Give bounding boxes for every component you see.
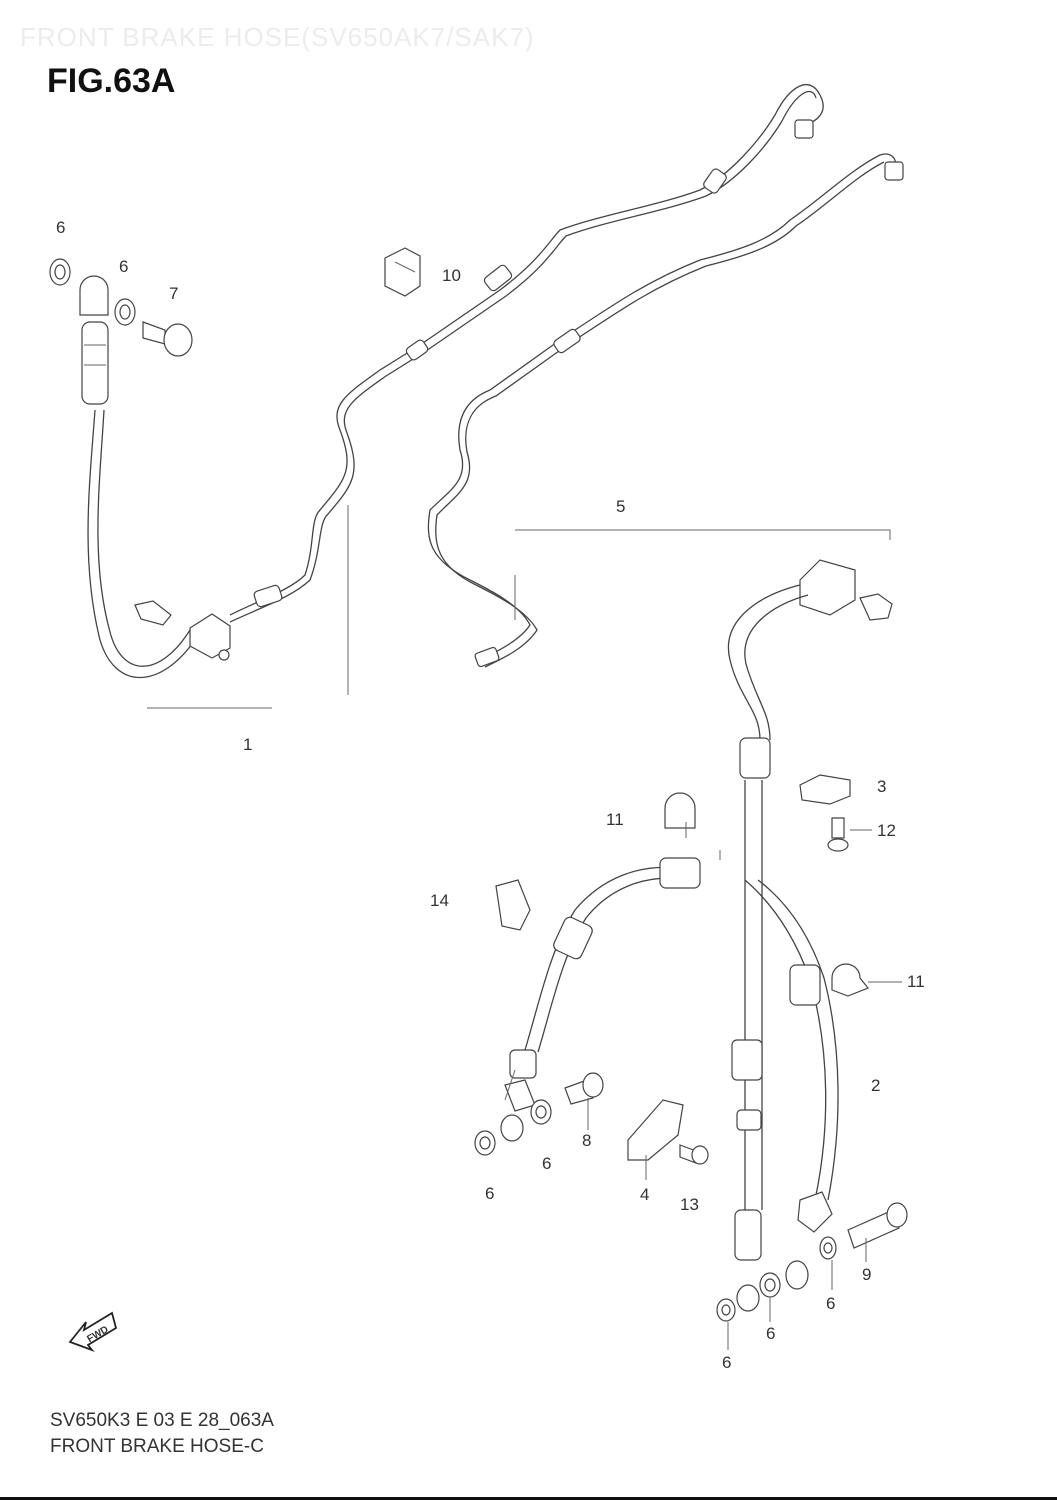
callout-6: 6	[542, 1154, 551, 1173]
brake-hose-2-assembly	[504, 559, 893, 1261]
clamp-10	[384, 247, 421, 297]
page-bottom-border	[0, 1497, 1057, 1500]
fwd-arrow-icon: FWD	[68, 1311, 118, 1352]
callout-12: 12	[877, 821, 896, 840]
callout-13: 13	[680, 1195, 699, 1214]
callout-6: 6	[56, 218, 65, 237]
callout-1: 1	[243, 735, 252, 754]
figure-title: FIG.63A	[47, 62, 176, 100]
callout-11: 11	[907, 972, 925, 991]
diagram-name: FRONT BRAKE HOSE-C	[50, 1436, 264, 1457]
callout-7: 7	[169, 284, 178, 303]
callout-11: 11	[606, 810, 624, 829]
callout-3: 3	[877, 777, 886, 796]
header-watermark: FRONT BRAKE HOSE(SV650AK7/SAK7)	[20, 22, 535, 52]
callout-4: 4	[640, 1185, 649, 1204]
callout-10: 10	[442, 266, 461, 285]
callout-9: 9	[862, 1265, 871, 1284]
callout-2: 2	[871, 1076, 880, 1095]
callout-14: 14	[430, 891, 449, 910]
brake-pipe-2	[427, 153, 904, 668]
callout-6: 6	[826, 1294, 835, 1313]
brake-hose-1	[79, 83, 824, 709]
washers-bolt-topleft	[49, 258, 193, 357]
callout-5: 5	[616, 497, 625, 516]
callout-6: 6	[119, 257, 128, 276]
callout-6: 6	[766, 1324, 775, 1343]
small-parts-lower	[474, 774, 908, 1350]
callout-8: 8	[582, 1131, 591, 1150]
callout-6: 6	[485, 1184, 494, 1203]
diagram-code: SV650K3 E 03 E 28_063A	[50, 1410, 274, 1431]
callout-6: 6	[722, 1353, 731, 1372]
